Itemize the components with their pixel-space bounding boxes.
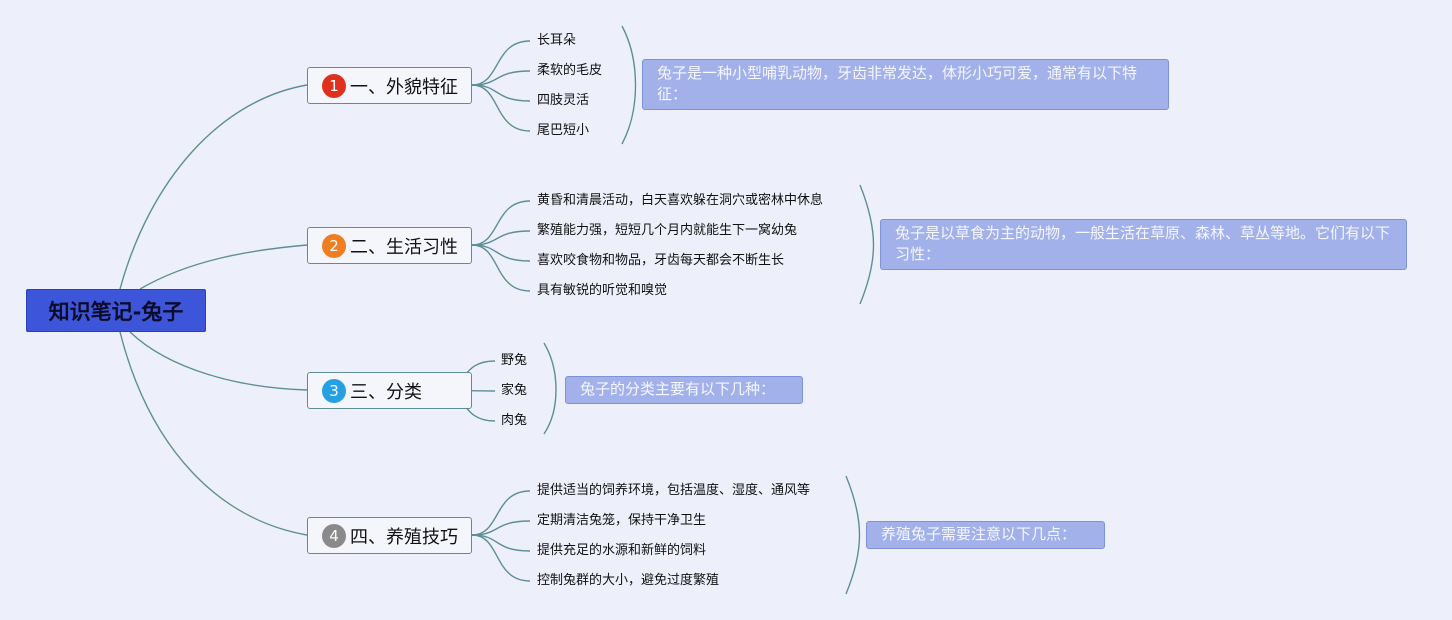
brace-branch-1: [621, 25, 637, 145]
branch-appearance[interactable]: 1 一、外貌特征: [307, 67, 472, 104]
connector-branch-1-leaf-2: [471, 70, 531, 86]
leaf-appearance-4[interactable]: 尾巴短小: [537, 123, 590, 138]
number-4-gray-circle-icon: 4: [322, 523, 346, 548]
connector-branch-1-leaf-1: [471, 40, 531, 86]
leaf-classification-3[interactable]: 肉兔: [501, 413, 528, 428]
leaf-habits-1[interactable]: 黄昏和清晨活动，白天喜欢躲在洞穴或密林中休息: [537, 193, 824, 208]
leaf-appearance-1[interactable]: 长耳朵: [537, 33, 577, 48]
leaf-habits-2[interactable]: 繁殖能力强，短短几个月内就能生下一窝幼兔: [537, 223, 798, 238]
branch-label: 二、生活习性: [350, 236, 458, 258]
connector-branch-4-leaf-3: [471, 534, 531, 552]
connector-branch-4-leaf-2: [471, 520, 531, 536]
number-2-orange-circle-icon: 2: [322, 233, 346, 258]
leaf-habits-4[interactable]: 具有敏锐的听觉和嗅觉: [537, 283, 668, 298]
connector-root-branch-3: [129, 331, 308, 391]
connector-root-branch-4: [119, 331, 308, 536]
branch-label: 三、分类: [350, 381, 422, 403]
leaf-breeding-2[interactable]: 定期清洁兔笼，保持干净卫生: [537, 513, 707, 528]
note-breeding[interactable]: 养殖兔子需要注意以下几点：: [866, 521, 1105, 549]
branch-habits[interactable]: 2 二、生活习性: [307, 227, 472, 264]
number-1-red-circle-icon: 1: [322, 73, 346, 98]
note-classification[interactable]: 兔子的分类主要有以下几种：: [565, 376, 803, 404]
brace-branch-3: [543, 342, 557, 435]
leaf-classification-1[interactable]: 野兔: [501, 353, 528, 368]
leaf-appearance-3[interactable]: 四肢灵活: [537, 93, 590, 108]
root-topic[interactable]: 知识笔记-兔子: [26, 289, 206, 332]
leaf-breeding-1[interactable]: 提供适当的饲养环境，包括温度、湿度、通风等: [537, 483, 811, 498]
number-3-blue-circle-icon: 3: [322, 378, 346, 403]
branch-label: 四、养殖技巧: [350, 526, 458, 548]
branch-breeding[interactable]: 4 四、养殖技巧: [307, 517, 472, 554]
leaf-habits-3[interactable]: 喜欢咬食物和物品，牙齿每天都会不断生长: [537, 253, 785, 268]
connector-branch-1-leaf-4: [471, 84, 531, 132]
branch-label: 一、外貌特征: [350, 76, 458, 98]
connector-branch-2-leaf-1: [471, 200, 531, 246]
brace-branch-2: [859, 184, 875, 305]
connector-branch-2-leaf-3: [471, 244, 531, 262]
connector-branch-4-leaf-4: [471, 534, 531, 582]
branch-classification[interactable]: 3 三、分类: [307, 372, 472, 409]
connector-branch-2-leaf-2: [471, 230, 531, 246]
connector-root-branch-1: [119, 84, 308, 290]
leaf-classification-2[interactable]: 家兔: [501, 383, 528, 398]
brace-branch-4: [845, 475, 861, 595]
leaf-appearance-2[interactable]: 柔软的毛皮: [537, 63, 603, 78]
leaf-breeding-4[interactable]: 控制兔群的大小，避免过度繁殖: [537, 573, 720, 588]
connector-branch-1-leaf-3: [471, 84, 531, 102]
connector-root-branch-2: [139, 244, 308, 290]
note-appearance[interactable]: 兔子是一种小型哺乳动物，牙齿非常发达，体形小巧可爱，通常有以下特征：: [642, 59, 1169, 110]
leaf-breeding-3[interactable]: 提供充足的水源和新鲜的饲料: [537, 543, 707, 558]
connector-branch-2-leaf-4: [471, 244, 531, 292]
note-habits[interactable]: 兔子是以草食为主的动物，一般生活在草原、森林、草丛等地。它们有以下习性：: [880, 219, 1407, 270]
root-topic-label: 知识笔记-兔子: [48, 299, 184, 324]
connector-branch-4-leaf-1: [471, 490, 531, 536]
